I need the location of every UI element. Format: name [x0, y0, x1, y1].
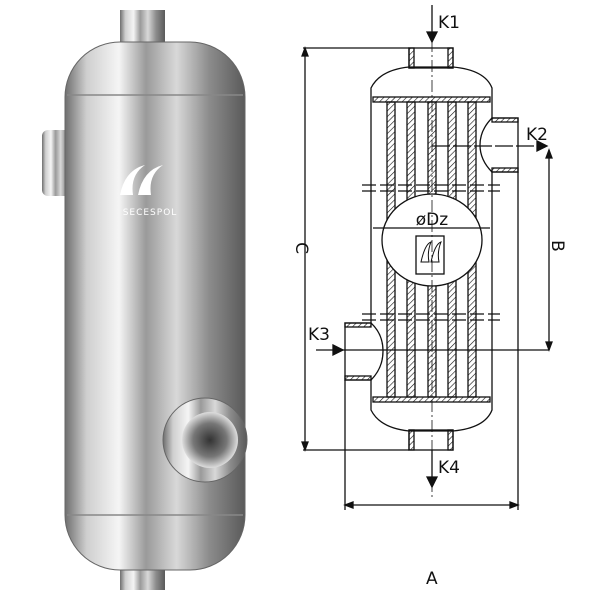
label-k2: K2 [526, 125, 548, 145]
label-dz: øDz [416, 210, 448, 230]
technical-drawing [301, 5, 553, 510]
label-k1: K1 [438, 13, 460, 33]
label-k3: K3 [308, 325, 330, 345]
side-nozzle [42, 130, 72, 196]
product-photo: SECESPOL [42, 10, 248, 590]
front-nozzle-thread [182, 412, 238, 468]
brand-text: SECESPOL [123, 208, 178, 218]
drawing-labels: K1 K2 K3 K4 A B C øDz [291, 13, 567, 589]
label-c: C [291, 242, 311, 254]
logo-icon [120, 165, 163, 195]
label-k4: K4 [438, 458, 460, 478]
logo-box [415, 235, 445, 275]
shell-body [64, 41, 246, 571]
label-b: B [547, 240, 567, 252]
label-a: A [426, 569, 438, 589]
secespol-logo: SECESPOL [120, 165, 178, 218]
